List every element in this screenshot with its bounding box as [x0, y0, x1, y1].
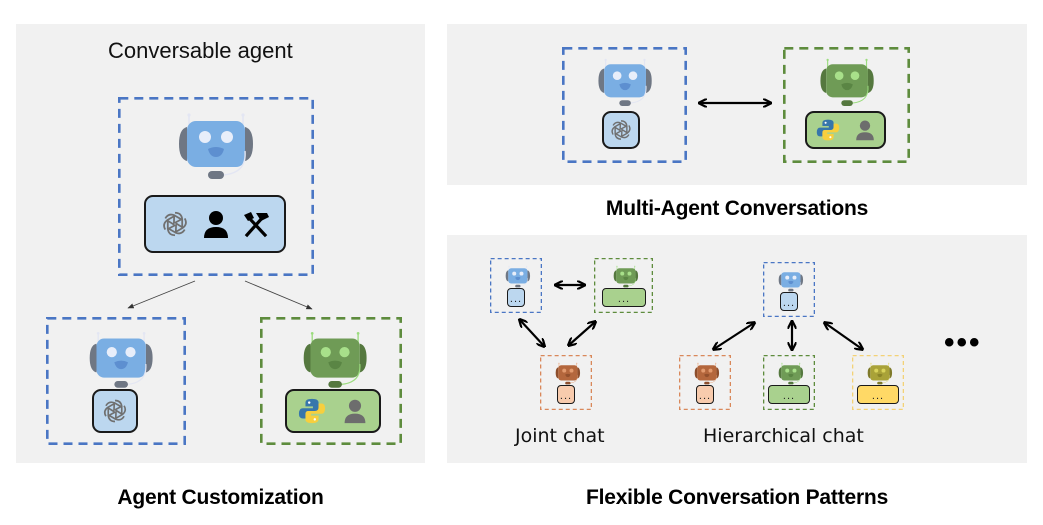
dashed-border	[117, 96, 314, 276]
ellipsis-placeholder: ...	[509, 293, 523, 305]
more-patterns-ellipsis: •••	[944, 326, 982, 359]
robot-icon	[778, 362, 804, 390]
robot-icon	[555, 362, 581, 390]
flexible-patterns-caption: Flexible Conversation Patterns	[585, 486, 889, 509]
capability-box: ...	[768, 385, 810, 404]
dashed-border	[45, 316, 186, 446]
capability-box: ...	[602, 288, 646, 307]
person-icon	[342, 398, 368, 424]
openai-icon	[608, 117, 634, 143]
dashed-border	[762, 354, 816, 411]
dashed-border	[539, 354, 593, 411]
agent-box-blue	[561, 46, 688, 164]
capability-box: ...	[857, 385, 899, 404]
dashed-border	[561, 46, 688, 164]
conversable-agent-box	[117, 96, 314, 276]
user-proxy-agent-box	[259, 316, 402, 446]
hierarchical-chat-label: Hierarchical chat	[703, 425, 864, 447]
capability-box: ...	[780, 292, 798, 311]
robot-icon	[88, 330, 154, 395]
assistant-agent-box	[45, 316, 186, 446]
dashed-border	[851, 354, 905, 411]
dashed-border	[489, 257, 543, 314]
hierarchical-agent-yellow: ...	[851, 354, 905, 411]
dashed-border	[782, 46, 911, 164]
ellipsis-placeholder: ...	[871, 390, 885, 402]
capability-box	[805, 111, 886, 149]
dashed-border	[259, 316, 402, 446]
joint-chat-label: Joint chat	[515, 425, 605, 447]
python-icon	[816, 118, 840, 142]
robot-icon	[597, 57, 653, 112]
dashed-border	[762, 261, 816, 318]
ellipsis-placeholder: ...	[559, 390, 573, 402]
capability-box	[92, 389, 138, 433]
robot-icon	[694, 362, 720, 390]
python-icon	[298, 397, 326, 425]
multi-agent-panel	[447, 24, 1027, 185]
tools-icon	[241, 209, 271, 239]
capability-box: ...	[557, 385, 575, 404]
joint-agent-blue: ...	[489, 257, 543, 314]
hierarchical-agent-green: ...	[762, 354, 816, 411]
ellipsis-placeholder: ...	[782, 390, 796, 402]
openai-icon	[100, 396, 130, 426]
robot-icon	[505, 265, 531, 293]
robot-icon	[778, 269, 804, 297]
joint-agent-orange: ...	[539, 354, 593, 411]
openai-icon	[159, 208, 191, 240]
dashed-border	[678, 354, 732, 411]
robot-icon	[613, 265, 639, 293]
capability-box	[602, 111, 640, 149]
agent-customization-caption: Agent Customization	[117, 486, 324, 509]
robot-icon	[867, 362, 893, 390]
capability-box: ...	[696, 385, 714, 404]
robot-icon	[177, 111, 255, 186]
dashed-border	[593, 257, 654, 314]
conversable-agent-title: Conversable agent	[108, 38, 293, 63]
ellipsis-placeholder: ...	[698, 390, 712, 402]
joint-agent-green: ...	[593, 257, 654, 314]
agent-box-green	[782, 46, 911, 164]
capability-box: ...	[507, 288, 525, 307]
capability-box	[144, 195, 286, 253]
person-icon	[854, 119, 876, 141]
multi-agent-caption: Multi-Agent Conversations	[605, 197, 869, 220]
hierarchical-agent-blue: ...	[762, 261, 816, 318]
person-icon	[201, 209, 231, 239]
ellipsis-placeholder: ...	[617, 293, 631, 305]
robot-icon	[819, 57, 875, 112]
hierarchical-agent-orange: ...	[678, 354, 732, 411]
capability-box	[285, 389, 381, 433]
ellipsis-placeholder: ...	[782, 297, 796, 309]
robot-icon	[302, 330, 368, 395]
